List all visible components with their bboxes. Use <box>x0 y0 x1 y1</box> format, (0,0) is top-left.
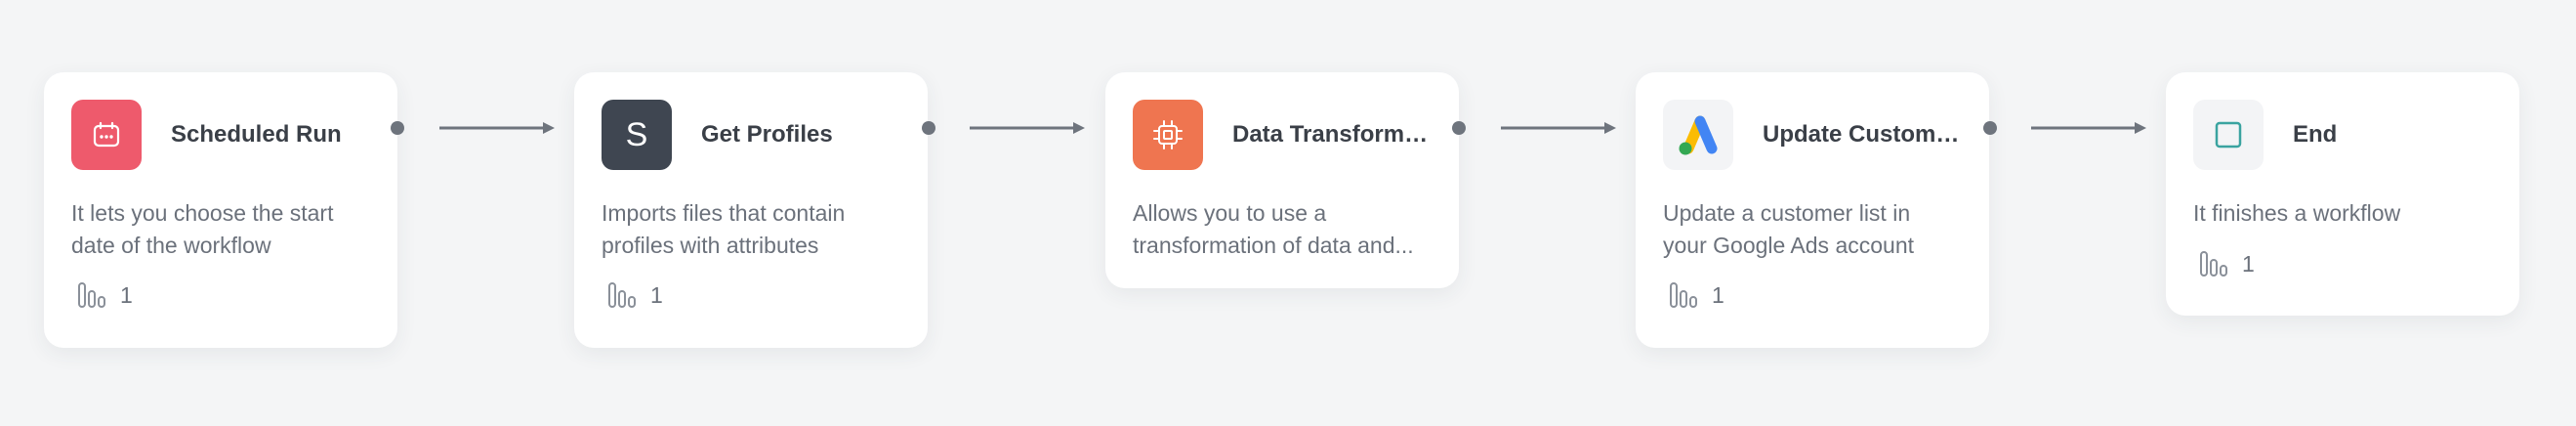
node-description: Imports files that contain profiles with… <box>602 197 904 262</box>
node-data-transformation[interactable]: Data Transformation Allows you to use a … <box>1105 72 1459 288</box>
description-line: transformation of data and... <box>1133 233 1414 258</box>
node-title: Data Transformation <box>1232 121 1439 148</box>
output-port[interactable] <box>391 121 404 135</box>
description-line: Update a customer list in <box>1663 200 1911 226</box>
node-stats: 1 <box>607 281 663 309</box>
output-port[interactable] <box>1452 121 1466 135</box>
s-logo-icon: S <box>602 100 672 170</box>
description-line: your Google Ads account <box>1663 233 1914 258</box>
stats-bars-icon <box>1670 282 1697 308</box>
stats-count: 1 <box>1712 281 1724 308</box>
node-scheduled-run[interactable]: Scheduled Run It lets you choose the sta… <box>44 72 397 348</box>
stats-bars-icon <box>2200 251 2227 277</box>
stats-count: 1 <box>650 281 663 308</box>
node-description: Update a customer list in your Google Ad… <box>1663 197 1966 262</box>
connector-arrow <box>970 122 1085 134</box>
stats-count: 1 <box>2242 250 2255 277</box>
node-title: Get Profiles <box>701 121 833 148</box>
connector-arrow <box>2031 122 2146 134</box>
node-title: Update Customer List <box>1763 121 1970 148</box>
description-line: Allows you to use a <box>1133 200 1327 226</box>
connector-arrow <box>439 122 555 134</box>
output-port[interactable] <box>922 121 935 135</box>
stats-bars-icon <box>608 282 636 308</box>
stats-bars-icon <box>78 282 105 308</box>
node-stats: 1 <box>2199 250 2255 277</box>
node-update-customer-list[interactable]: Update Customer List Update a customer l… <box>1636 72 1989 348</box>
description-line: It finishes a workflow <box>2193 200 2401 226</box>
stop-icon <box>2193 100 2264 170</box>
connector-arrow <box>1501 122 1616 134</box>
output-port[interactable] <box>1983 121 1997 135</box>
description-line: Imports files that contain <box>602 200 846 226</box>
node-title: Scheduled Run <box>171 121 342 148</box>
node-title: End <box>2293 121 2338 148</box>
description-line: profiles with attributes <box>602 233 819 258</box>
node-description: It finishes a workflow <box>2193 197 2496 230</box>
chip-icon <box>1133 100 1203 170</box>
description-line: It lets you choose the start <box>71 200 334 226</box>
node-description: It lets you choose the start date of the… <box>71 197 374 262</box>
node-get-profiles[interactable]: S Get Profiles Imports files that contai… <box>574 72 928 348</box>
node-description: Allows you to use a transformation of da… <box>1133 197 1435 262</box>
node-stats: 1 <box>77 281 133 309</box>
node-stats: 1 <box>1669 281 1724 309</box>
node-end[interactable]: End It finishes a workflow 1 <box>2166 72 2519 316</box>
calendar-icon <box>71 100 142 170</box>
description-line: date of the workflow <box>71 233 271 258</box>
google-ads-icon <box>1663 100 1733 170</box>
stats-count: 1 <box>120 281 133 308</box>
